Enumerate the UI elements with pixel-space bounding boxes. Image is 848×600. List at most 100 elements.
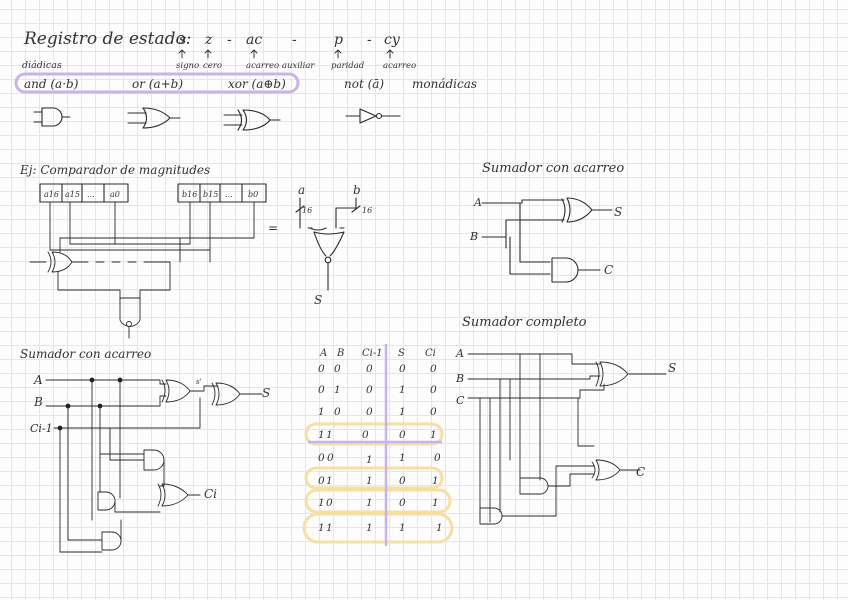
- full-adder-left-input-b: B: [33, 395, 43, 409]
- or-gate-icon: [127, 107, 181, 129]
- xor-gate-icon: [223, 109, 281, 131]
- table-cell: 0: [366, 406, 373, 418]
- junction-dots: [57, 377, 123, 431]
- table-cell: 1: [399, 452, 406, 464]
- full-adder-right-input-b: B: [455, 372, 464, 385]
- row-highlight: [302, 512, 454, 544]
- full-adder-left-output-c: Ci: [204, 487, 217, 501]
- table-cell: 1: [399, 522, 406, 534]
- half-adder-output-c: C: [604, 263, 613, 277]
- flag-symbol: z: [204, 32, 213, 48]
- full-adder-right-output-c: C: [636, 465, 645, 479]
- full-adder-left-circuit: [45, 379, 263, 553]
- full-adder-left-input-c: Ci-1: [30, 422, 53, 435]
- flag-description: paridad: [331, 61, 365, 71]
- table-cell: 0: [399, 497, 406, 509]
- flag-description: acarreo: [383, 61, 416, 71]
- full-adder-right-input-c: C: [456, 394, 465, 407]
- table-cell: 0: [318, 384, 325, 396]
- table-header: Ci: [425, 348, 436, 359]
- table-header: S: [398, 348, 405, 359]
- reg-a-cell: a0: [110, 190, 120, 199]
- table-cell: 0: [366, 363, 373, 375]
- diadic-highlight: [14, 72, 300, 94]
- table-cell: 1: [432, 475, 439, 487]
- half-adder-input-b: B: [469, 230, 478, 243]
- full-adder-left-input-a: A: [33, 373, 43, 387]
- table-cell: 0: [318, 475, 325, 487]
- diadicas-label: diádicas: [22, 60, 62, 71]
- flag-symbol: ac: [246, 32, 262, 48]
- table-cell: 1: [318, 406, 325, 418]
- table-cell: 0: [362, 429, 369, 441]
- reg-a-cell: a16: [44, 190, 59, 199]
- table-cell: 1: [430, 429, 437, 441]
- equals-sign: =: [268, 221, 278, 235]
- register-b: b16 b15 ... b0: [177, 183, 267, 203]
- table-cell: 1: [366, 454, 373, 466]
- table-cell: 0: [399, 429, 406, 441]
- table-cell: 1: [366, 522, 373, 534]
- xor-label: xor (a⊕b): [228, 77, 286, 91]
- and-gate-icon: [33, 107, 71, 127]
- half-adder-circuit: [481, 197, 613, 283]
- table-cell: 0: [334, 406, 341, 418]
- reg-b-cell: b15: [203, 190, 218, 199]
- table-cell: 1: [399, 384, 406, 396]
- bus-width-b: 16: [362, 206, 372, 215]
- table-cell: 1: [436, 522, 443, 534]
- bus-width-a: 16: [302, 206, 312, 215]
- table-cell: 1: [318, 497, 325, 509]
- flags-row: s z - ac - p - cy signo cero acarreo aux…: [176, 32, 416, 71]
- reg-b-cell: b0: [248, 190, 258, 199]
- half-adder-input-a: A: [473, 196, 482, 209]
- table-cell: 1: [366, 497, 373, 509]
- table-cell: 0: [366, 384, 373, 396]
- and-label: and (a·b): [24, 77, 79, 91]
- full-adder-left-output-s: S: [262, 386, 270, 400]
- full-adder-right-title: Sumador completo: [462, 315, 587, 330]
- row-highlight: [304, 422, 444, 446]
- not-label: not (ā): [344, 77, 384, 91]
- half-adder-title: Sumador con acarreo: [482, 161, 624, 176]
- table-cell: 1: [366, 475, 373, 487]
- status-register-title: Registro de estado:: [23, 29, 191, 49]
- flag-symbol: -: [227, 32, 232, 48]
- table-cell: 1: [318, 522, 325, 534]
- reg-a-cell: ...: [87, 190, 95, 199]
- not-gate-icon: [345, 108, 401, 124]
- table-cell: 1: [334, 384, 341, 396]
- half-adder-output-s: S: [614, 205, 622, 219]
- compact-comparator: [295, 197, 361, 291]
- comparator-wiring: [29, 201, 255, 339]
- table-cell: 0: [326, 497, 333, 509]
- table-cell: 0: [430, 406, 437, 418]
- table-cell: 1: [318, 429, 325, 441]
- reg-b-cell: b16: [182, 190, 197, 199]
- comparator-output: S: [314, 293, 322, 307]
- monadicas-label: monádicas: [412, 77, 477, 91]
- flag-symbol: -: [292, 32, 297, 48]
- row-highlight: [304, 488, 452, 514]
- flag-arrows: [178, 49, 394, 59]
- table-cell: 0: [318, 363, 325, 375]
- table-cell: 0: [430, 363, 437, 375]
- table-header: Ci-1: [362, 348, 383, 359]
- flag-description: cero: [203, 61, 222, 71]
- table-cell: 1: [399, 406, 406, 418]
- reg-a-cell: a15: [65, 190, 80, 199]
- table-cell: 0: [318, 452, 325, 464]
- table-cell: 0: [399, 475, 406, 487]
- comparator-input-a: a: [298, 183, 305, 197]
- table-cell: 1: [326, 522, 333, 534]
- flag-symbol: p: [334, 32, 343, 48]
- table-header: A: [319, 348, 327, 359]
- comparator-title: Ej: Comparador de magnitudes: [19, 163, 210, 177]
- full-adder-right-input-a: A: [455, 347, 464, 360]
- row-highlight: [304, 466, 444, 490]
- intermediate-sum-label: s': [196, 378, 202, 386]
- flag-description: acarreo auxiliar: [246, 61, 315, 71]
- flag-symbol: cy: [384, 32, 401, 48]
